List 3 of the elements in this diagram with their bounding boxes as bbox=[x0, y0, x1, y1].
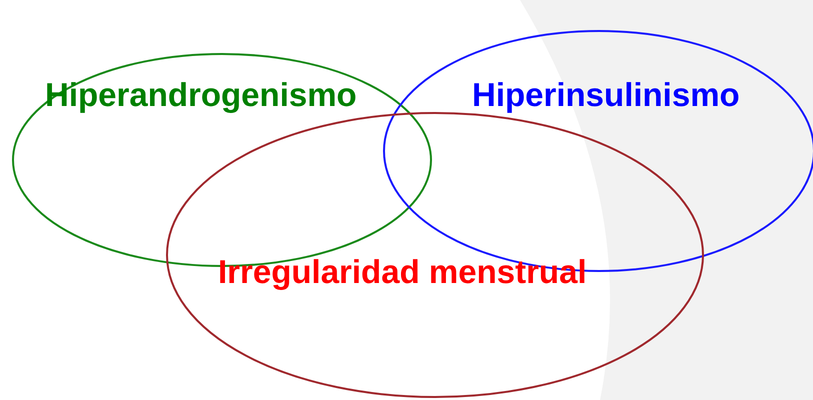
set-label: Hiperinsulinismo bbox=[472, 77, 740, 114]
set-label: Irregularidad menstrual bbox=[218, 254, 587, 290]
set-ellipse bbox=[166, 112, 704, 398]
